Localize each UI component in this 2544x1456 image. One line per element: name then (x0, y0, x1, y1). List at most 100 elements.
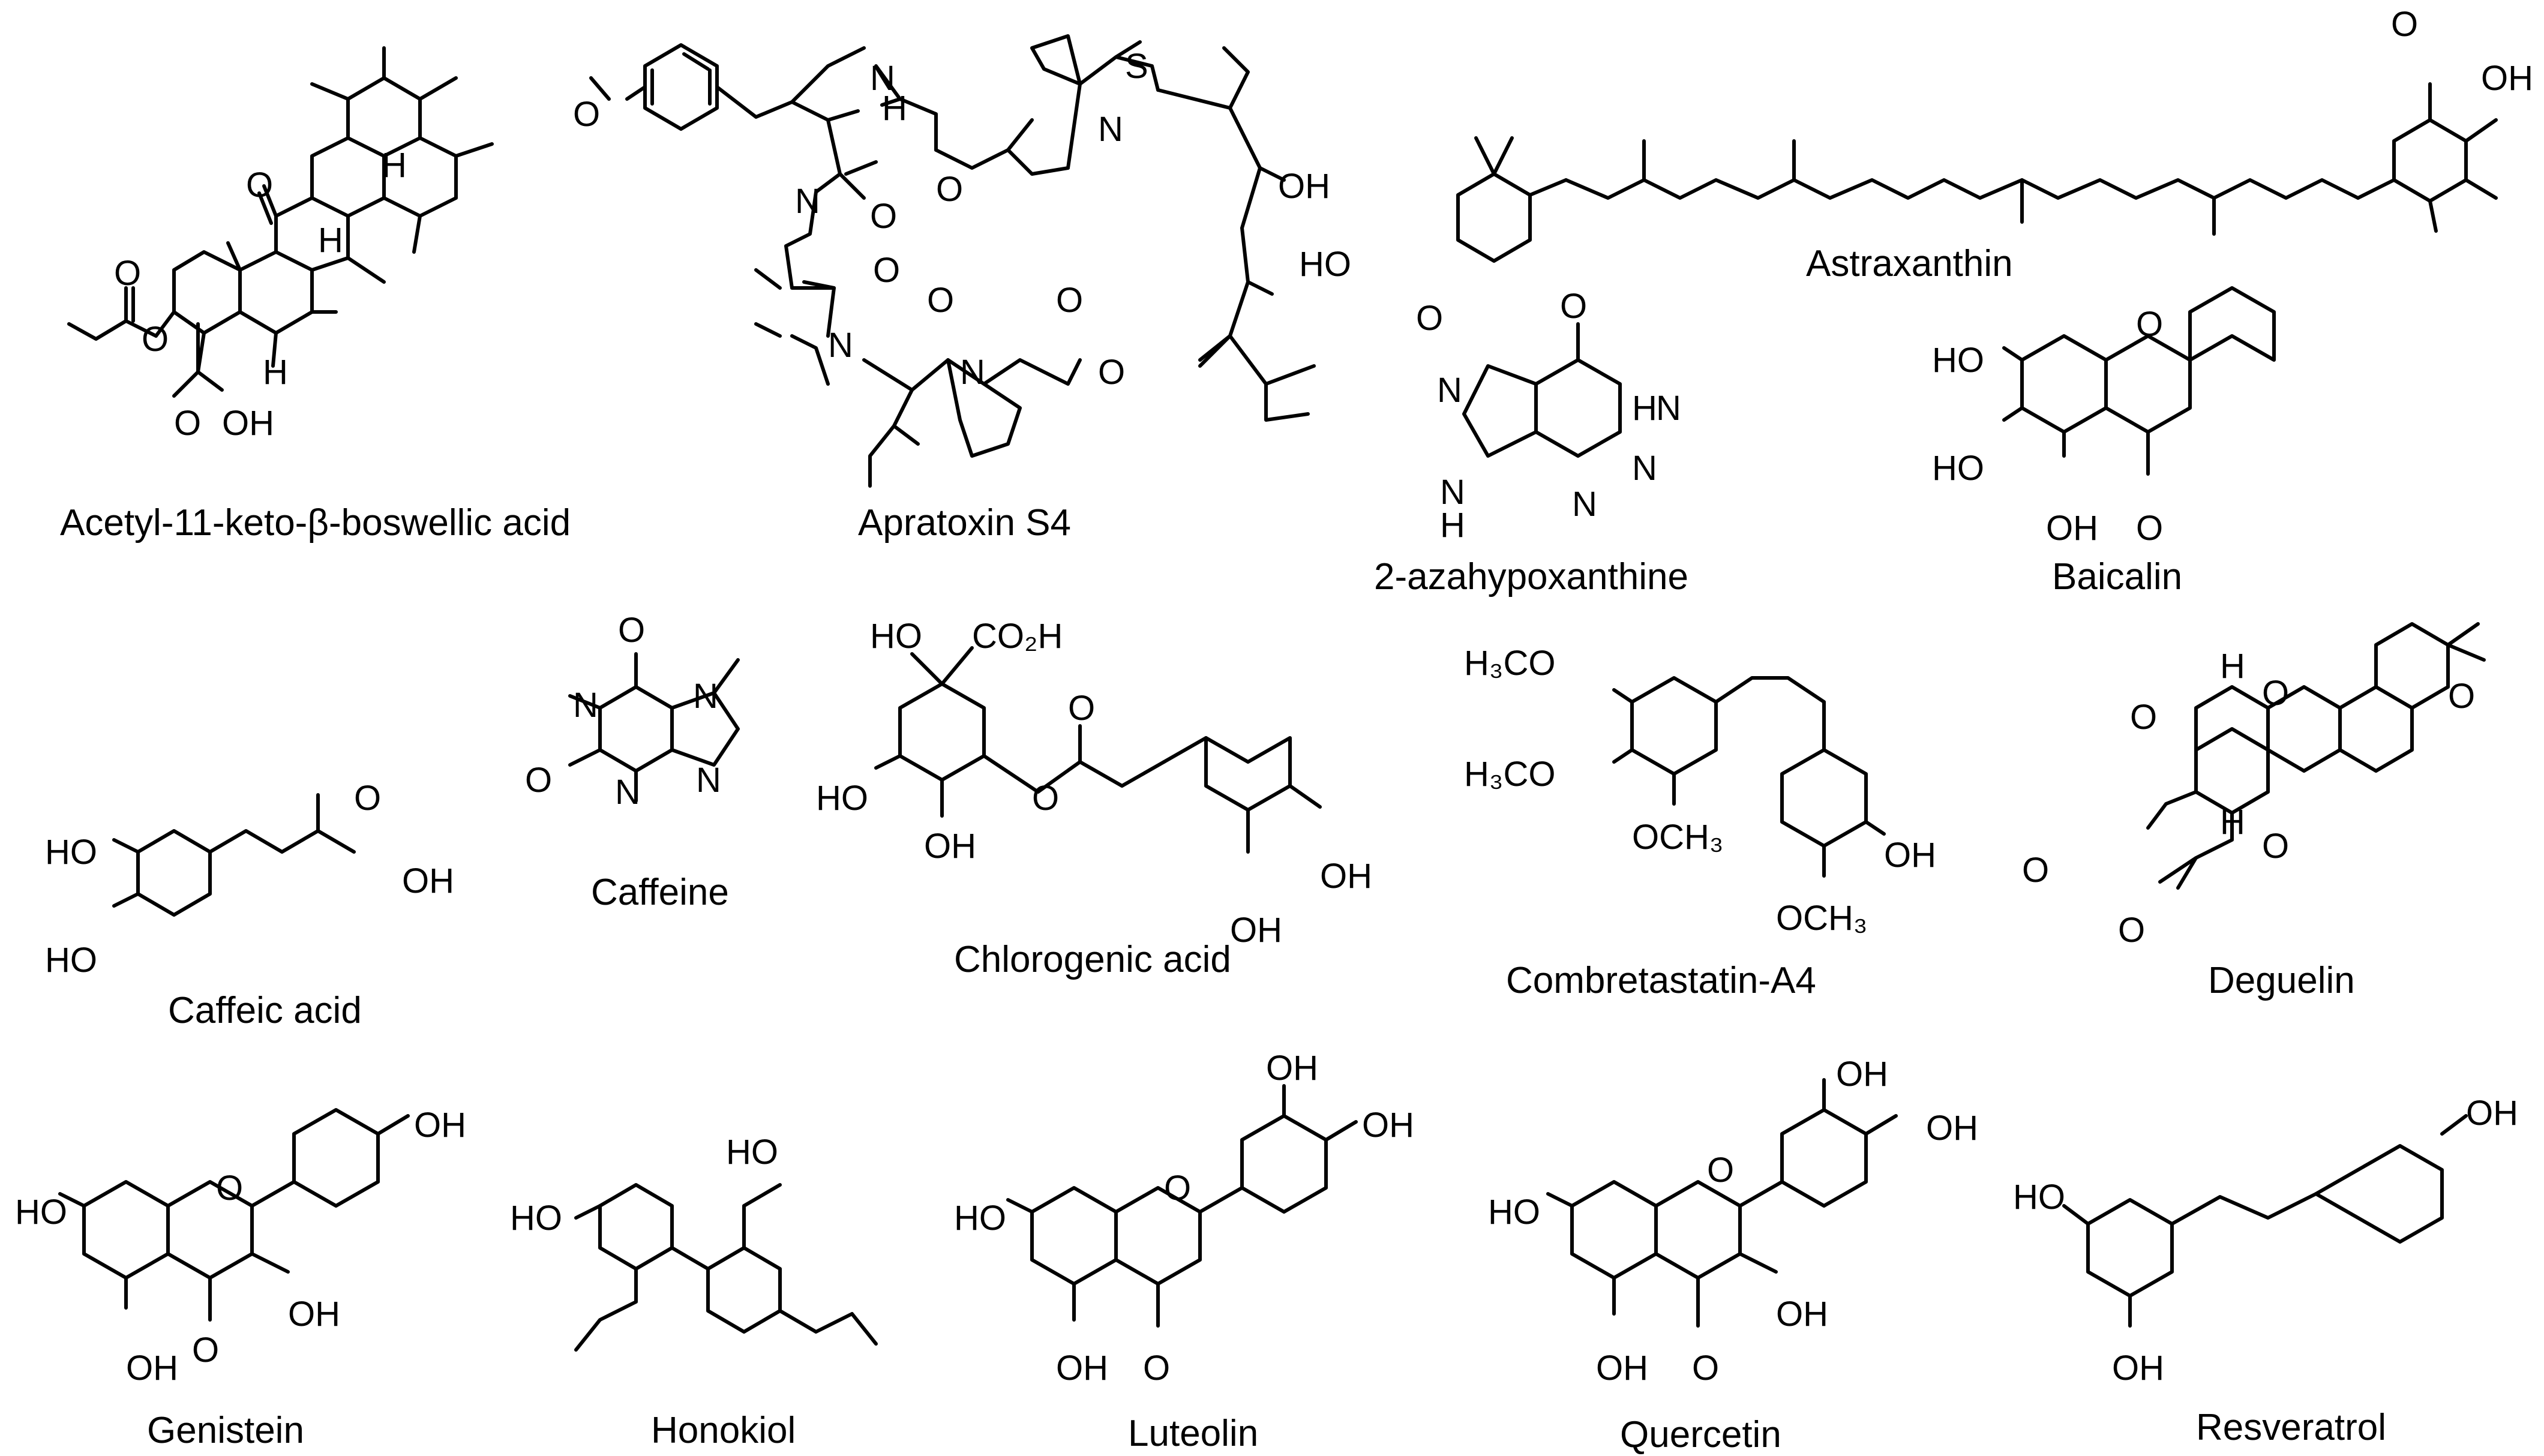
aza-n-top: N (1437, 371, 1462, 410)
quercetin-name: Quercetin (1620, 1414, 1781, 1455)
caffeine-o1: O (618, 611, 645, 650)
chloro-ho2: HO (816, 779, 868, 818)
baicalin-name: Baicalin (2052, 556, 2182, 598)
apra-o5: O (1056, 281, 1083, 320)
luteolin-name: Luteolin (1128, 1413, 1258, 1454)
akba-h1: H (318, 221, 343, 260)
apra-n1: N (795, 182, 820, 221)
akba-name: Acetyl-11-keto-β-boswellic acid (60, 502, 571, 544)
baicalin-structure: HO HO OH O O Baicalin (1932, 286, 2276, 598)
deg-h1: H (2220, 647, 2245, 686)
gen-ho: HO (15, 1193, 67, 1232)
hono-ho: HO (510, 1199, 562, 1238)
aza-nh-left: N (1440, 473, 1465, 512)
apra-nh: H (882, 89, 907, 128)
apra-o4: O (927, 281, 954, 320)
azahypoxanthine-name: 2-azahypoxanthine (1374, 556, 1688, 598)
combre-ome2: H₃CO (1464, 755, 1556, 794)
gen-oh3: OH (126, 1349, 178, 1388)
deg-o3: O (2448, 677, 2475, 716)
aza-nh-right-n: N (1656, 389, 1681, 428)
quer-oh3: OH (1776, 1295, 1828, 1334)
caffeic-o: O (354, 779, 381, 818)
baic-o-keto: O (2136, 509, 2163, 548)
lut-o-ring: O (1164, 1169, 1191, 1208)
gen-o-keto: O (192, 1331, 219, 1370)
res-ho1: HO (2013, 1178, 2065, 1217)
aza-nh-right-h: H (1632, 389, 1657, 428)
deg-o5: O (2022, 851, 2049, 890)
gen-o-ring: O (216, 1169, 243, 1208)
deg-o1: O (2130, 698, 2157, 737)
deguelin-name: Deguelin (2208, 960, 2355, 1001)
apratoxin-s4-structure: S N H N OH O N O N O N O O O O Apratoxin… (573, 34, 1330, 544)
caffeine-n7: N (693, 677, 718, 716)
akba-acid-oh: OH (222, 404, 274, 443)
deg-h2: H (2220, 803, 2245, 842)
akba-o-ester: O (142, 320, 169, 359)
resveratrol-structure: OH HO OH Resveratrol (2013, 1094, 2518, 1448)
apra-oh: OH (1278, 167, 1330, 206)
chlorogenic-acid-structure: HO CO₂H HO OH O O OH OH Chlorogenic acid (816, 617, 1372, 980)
combretastatin-name: Combretastatin-A4 (1506, 960, 1816, 1001)
azahypoxanthine-structure: O N H N N N N H 2-azahypoxanthine (1374, 287, 1688, 598)
caffeic-oh: OH (402, 861, 454, 900)
apra-n2: N (828, 326, 853, 365)
astra-oh-right: OH (2481, 59, 2533, 98)
res-oh: OH (2466, 1094, 2518, 1133)
caffeine-n9: N (696, 761, 721, 800)
deguelin-structure: H H O O O O O O Deguelin (2022, 622, 2486, 1001)
akba-acid-o: O (174, 404, 201, 443)
chlorogenic-acid-name: Chlorogenic acid (954, 939, 1231, 980)
quer-oh4: OH (1596, 1349, 1648, 1388)
quer-oh2: OH (1926, 1109, 1978, 1148)
deg-o6: O (2118, 911, 2145, 950)
baic-ho2: HO (1932, 449, 1984, 488)
apra-n-amide: N (870, 59, 895, 98)
apra-o3: O (873, 251, 900, 290)
apra-n-pro: N (960, 353, 985, 392)
aza-n-bot: N (1572, 485, 1597, 524)
akba-structure: O H H H O O O OH Acetyl-11-keto-β-boswel… (60, 46, 571, 544)
baic-ho1: HO (1932, 341, 1984, 380)
akba-o-keto: O (246, 166, 273, 205)
aza-h-left: H (1440, 506, 1465, 545)
chloro-co2h: CO₂H (972, 617, 1063, 656)
combretastatin-structure: H₃CO H₃CO OCH₃ OH OCH₃ Combretastatin-A4 (1464, 644, 1936, 1001)
lut-ho: HO (954, 1199, 1006, 1238)
combre-oh: OH (1884, 836, 1936, 875)
aza-n-mid: N (1632, 449, 1657, 488)
apra-o6: O (1098, 353, 1125, 392)
caffeine-n3: N (615, 773, 640, 812)
res-oh2: OH (2112, 1349, 2164, 1388)
astraxanthin-structure: O OH HO O Astraxanthin (1299, 5, 2533, 338)
lut-oh3: OH (1056, 1349, 1108, 1388)
caffeic-ho2: HO (45, 941, 97, 980)
baic-o-ring: O (2136, 305, 2163, 344)
apra-o1: O (936, 170, 963, 209)
akba-h3: H (263, 353, 288, 392)
lut-o-keto: O (1143, 1349, 1170, 1388)
baic-oh: OH (2046, 509, 2098, 548)
quer-ho: HO (1488, 1193, 1540, 1232)
lut-oh2: OH (1362, 1106, 1414, 1145)
chloro-ho: HO (870, 617, 922, 656)
apra-o2: O (870, 197, 897, 236)
genistein-name: Genistein (147, 1410, 304, 1451)
gen-oh2: OH (288, 1295, 340, 1334)
quer-oh1: OH (1836, 1055, 1888, 1094)
combre-ome1: H₃CO (1464, 644, 1556, 683)
quercetin-structure: OH OH HO O OH OH O Quercetin (1488, 1055, 1978, 1455)
apra-n-thiazoline: N (1098, 110, 1123, 149)
apra-ome: O (573, 95, 600, 134)
akba-o-acetyl: O (114, 254, 141, 293)
hono-ho2: HO (726, 1133, 778, 1172)
quer-o-keto: O (1692, 1349, 1719, 1388)
quer-o-ring: O (1707, 1151, 1734, 1190)
aza-o: O (1560, 287, 1587, 326)
combre-ome4: OCH₃ (1776, 899, 1868, 938)
caffeic-ho1: HO (45, 833, 97, 872)
luteolin-structure: OH OH HO O OH O Luteolin (954, 1049, 1414, 1454)
honokiol-structure: HO HO Honokiol (510, 1133, 878, 1451)
